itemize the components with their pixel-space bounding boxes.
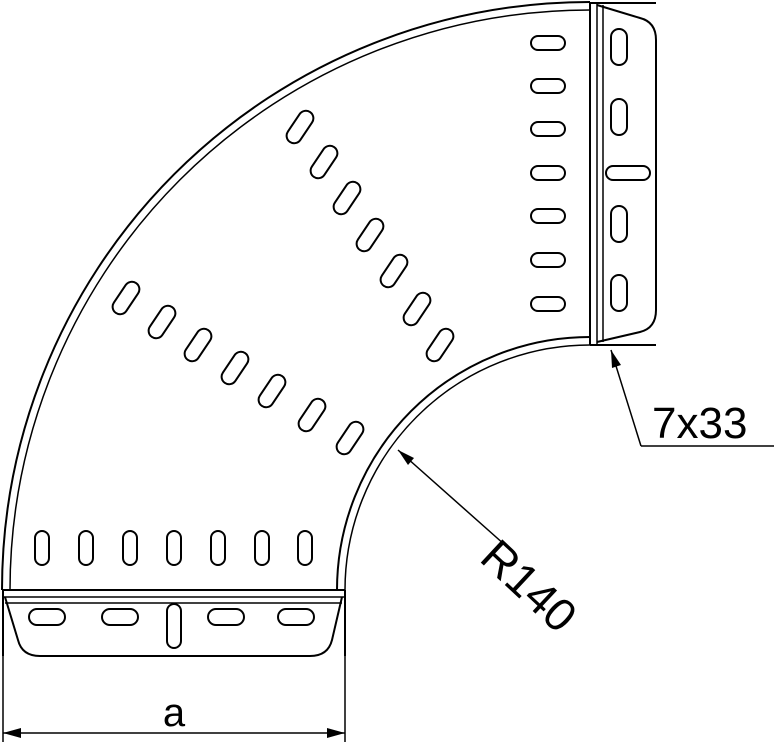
slot	[220, 350, 250, 386]
flange-slot	[610, 274, 628, 312]
slot-row-bottom	[34, 530, 313, 566]
slot-column-right	[530, 35, 566, 312]
slot-size-label: 7x33	[652, 399, 747, 448]
slot	[257, 373, 287, 409]
slot	[254, 530, 270, 566]
slot	[309, 144, 339, 180]
slot	[166, 530, 182, 566]
slot-column-flange	[605, 28, 651, 312]
slot	[147, 304, 177, 340]
width-dimension	[2, 656, 346, 742]
slot	[297, 530, 313, 566]
slot	[402, 291, 432, 327]
slot	[530, 296, 566, 312]
slot	[34, 530, 50, 566]
radius-leader	[397, 449, 506, 546]
slot-row-diagonal-upper	[285, 109, 455, 363]
flange-slot	[610, 98, 628, 136]
flange-slot	[605, 165, 651, 181]
inner-arc	[336, 336, 591, 591]
slot	[335, 420, 365, 456]
slot	[425, 327, 455, 363]
slot	[78, 530, 94, 566]
flange-slot	[610, 28, 628, 66]
slot-size-leader	[610, 349, 774, 447]
slot	[297, 397, 327, 433]
inner-arc-edge	[344, 344, 591, 591]
slot	[379, 253, 409, 289]
radius-label: R140	[471, 529, 587, 642]
width-label: a	[163, 691, 186, 735]
slot	[530, 78, 566, 94]
outer-arc	[1, 1, 591, 591]
slot	[111, 280, 141, 316]
slot-row-flange	[28, 603, 315, 649]
flange-slot	[277, 608, 315, 626]
slot	[122, 530, 138, 566]
flange-slot	[166, 603, 182, 649]
slot	[530, 165, 566, 181]
flange-slot	[610, 205, 628, 243]
slot	[210, 530, 226, 566]
slot	[355, 217, 385, 253]
slot	[530, 35, 566, 51]
flange-slot	[101, 608, 139, 626]
slot	[285, 109, 315, 145]
slot	[530, 252, 566, 268]
flange-slot	[28, 608, 66, 626]
slot	[530, 121, 566, 137]
slot	[530, 208, 566, 224]
outer-arc-inner-edge	[9, 9, 591, 591]
slot	[332, 180, 362, 216]
right-flange	[589, 2, 657, 346]
slot	[183, 327, 213, 363]
bottom-flange	[2, 589, 346, 657]
slot-row-diagonal-lower	[111, 280, 365, 456]
flange-slot	[207, 608, 245, 626]
